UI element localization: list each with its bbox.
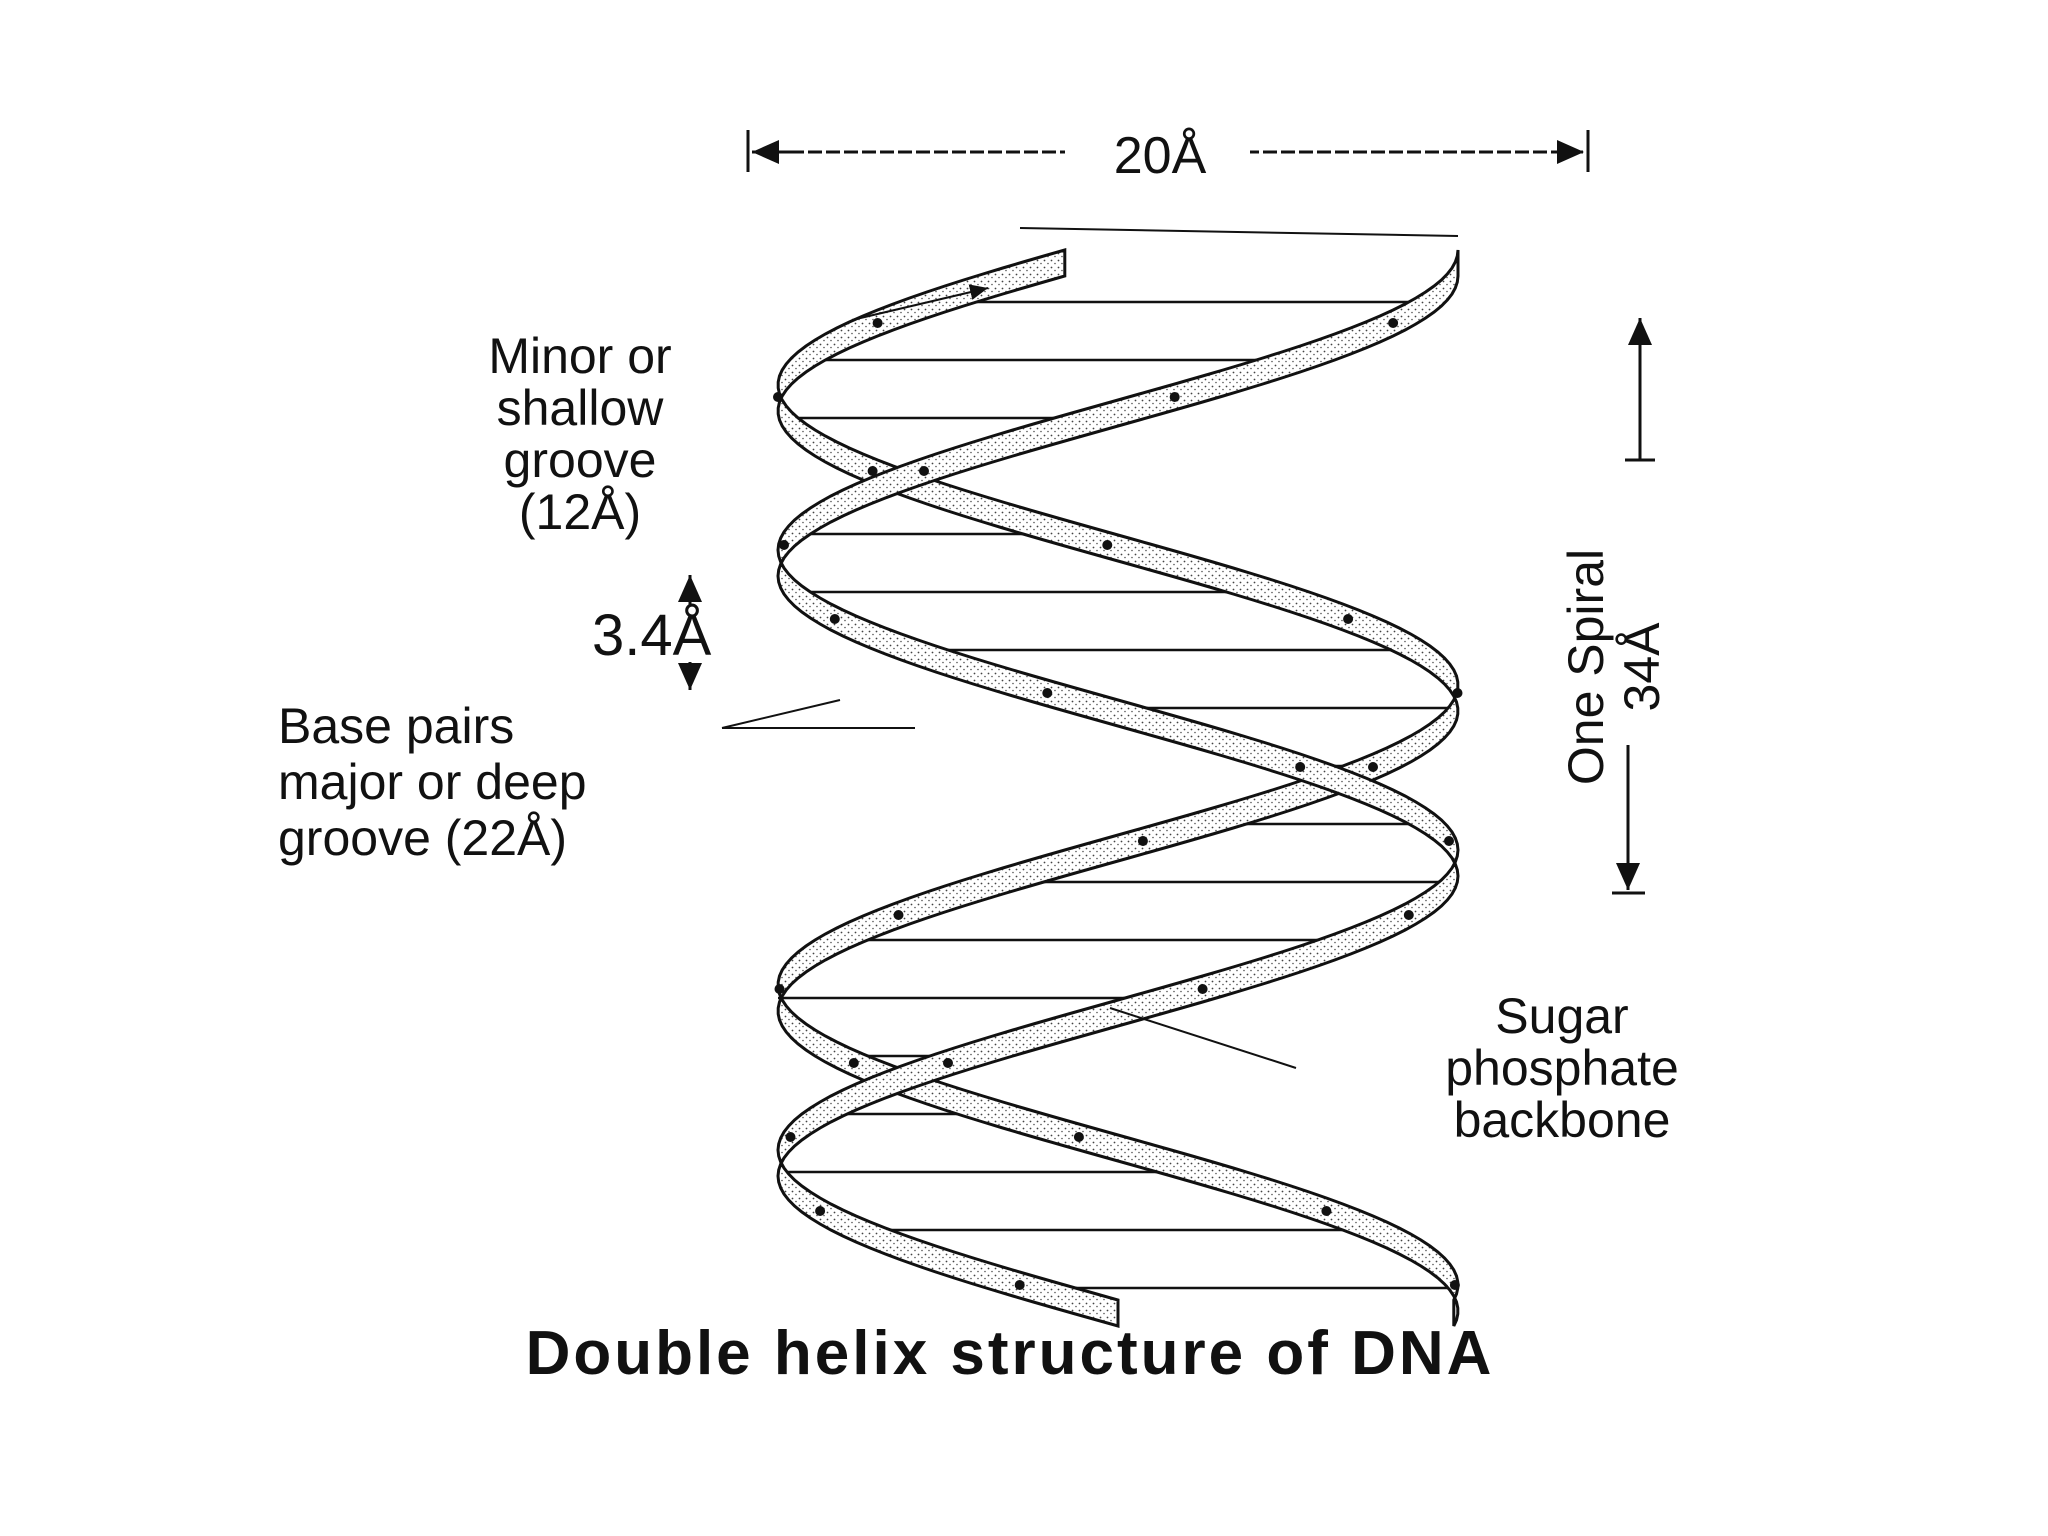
diagram-caption: Double helix structure of DNA bbox=[525, 1319, 1495, 1388]
backbone-label: Sugar phosphate backbone bbox=[1352, 990, 1772, 1146]
minor-groove-line-4: (12Å) bbox=[518, 484, 642, 540]
phosphate-dot bbox=[943, 1058, 953, 1068]
phosphate-dot bbox=[1444, 836, 1454, 846]
phosphate-dot bbox=[773, 392, 783, 402]
leader-lines bbox=[721, 227, 1459, 1069]
one-spiral-line-1: One Spiral bbox=[1558, 548, 1614, 786]
phosphate-dot bbox=[1452, 688, 1463, 698]
base-pairs-line-1: Base pairs bbox=[278, 698, 515, 754]
phosphate-dot bbox=[1073, 1132, 1084, 1142]
backbone-line-3: backbone bbox=[1453, 1092, 1671, 1148]
base-pairs-line-2: major or deep bbox=[278, 754, 587, 810]
helix-width-label: 20Å bbox=[1070, 126, 1250, 186]
phosphate-dot bbox=[1042, 688, 1053, 698]
base-pairs-major-groove-label: Base pairs major or deep groove (22Å) bbox=[278, 698, 587, 866]
phosphate-dot bbox=[815, 1206, 826, 1216]
phosphate-dot bbox=[1169, 392, 1180, 402]
phosphate-dot bbox=[1137, 836, 1148, 846]
one-spiral-line-2: 34Å bbox=[1614, 622, 1670, 712]
phosphate-dot bbox=[779, 540, 789, 550]
backbone-line-2: phosphate bbox=[1445, 1040, 1679, 1096]
phosphate-dot bbox=[1102, 540, 1113, 550]
phosphate-dot bbox=[848, 1058, 859, 1068]
phosphate-dot bbox=[1197, 984, 1208, 994]
minor-groove-line-1: Minor or bbox=[488, 328, 672, 384]
phosphate-dots bbox=[773, 318, 1463, 1290]
base-pairs-line-3: groove (22Å) bbox=[278, 810, 568, 866]
minor-groove-line-2: shallow bbox=[496, 380, 664, 436]
base-rise-label: 3.4Å bbox=[592, 603, 712, 668]
phosphate-dot bbox=[1449, 1280, 1460, 1290]
one-spiral-label: One Spiral 34Å bbox=[1558, 467, 1678, 867]
one-spiral-dimension bbox=[1612, 318, 1655, 895]
minor-groove-line-3: groove bbox=[503, 432, 657, 488]
phosphate-dot bbox=[829, 614, 840, 624]
phosphate-dot bbox=[893, 910, 904, 920]
phosphate-dot bbox=[774, 984, 785, 994]
phosphate-dot bbox=[919, 466, 929, 476]
phosphate-dot bbox=[1388, 318, 1399, 328]
phosphate-dot bbox=[785, 1132, 796, 1142]
phosphate-dot bbox=[1368, 762, 1378, 772]
width-dimension bbox=[746, 130, 1590, 172]
phosphate-dot bbox=[1321, 1206, 1332, 1216]
front-strand bbox=[776, 249, 1460, 1328]
phosphate-dot bbox=[1403, 910, 1414, 920]
phosphate-dot bbox=[1014, 1280, 1025, 1290]
backbone-line-1: Sugar bbox=[1495, 988, 1629, 1044]
phosphate-dot bbox=[1295, 762, 1306, 772]
minor-groove-label: Minor or shallow groove (12Å) bbox=[420, 330, 740, 538]
phosphate-dot bbox=[872, 318, 883, 328]
phosphate-dot bbox=[1343, 614, 1354, 624]
front-strand-ribbon bbox=[776, 249, 1460, 1328]
phosphate-dot bbox=[867, 466, 878, 476]
